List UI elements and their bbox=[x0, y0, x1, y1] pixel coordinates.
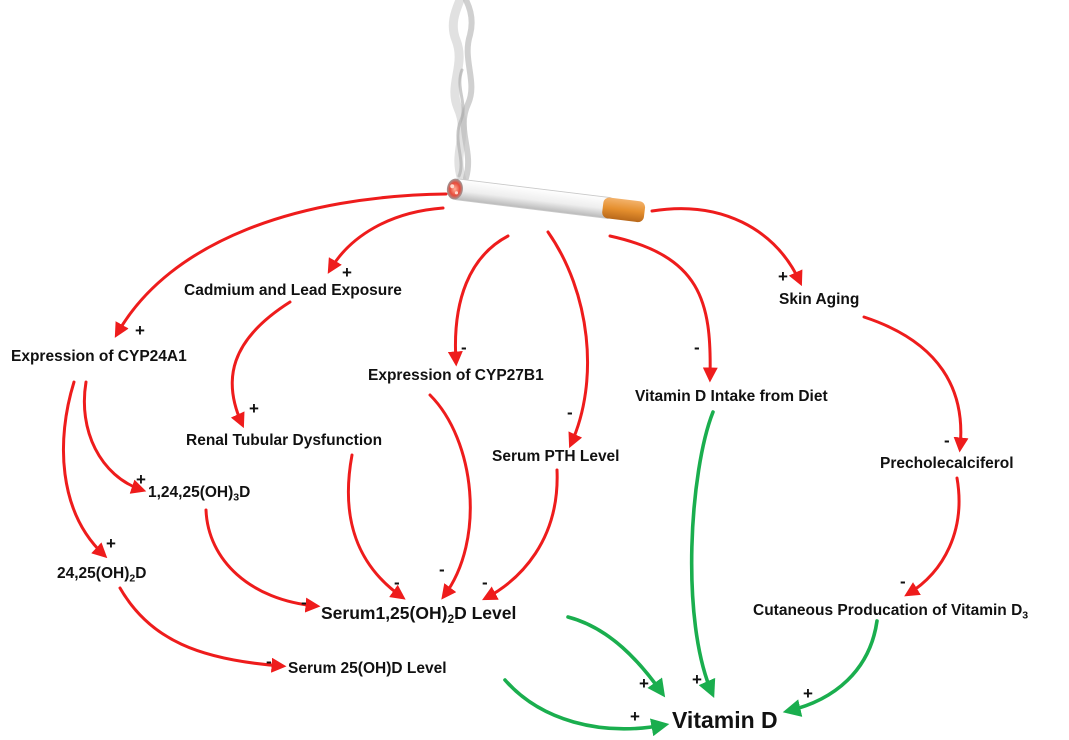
node-renal-tubular-dysfunction: Renal Tubular Dysfunction bbox=[186, 432, 383, 449]
sign-vd-from-s125: + bbox=[639, 674, 649, 693]
sign-cyp27b1-in: - bbox=[461, 338, 467, 357]
node-1-24-25-oh3d-text: 1,24,25(OH) bbox=[148, 484, 234, 501]
edge-cyp24a1-to-m2425 bbox=[61, 380, 108, 559]
sign-s125-from-cyp27b1: - bbox=[439, 560, 445, 579]
node-vitamin-d-intake-diet: Vitamin D Intake from Diet bbox=[635, 388, 828, 405]
edge-cyp27b1-to-serum125 bbox=[428, 393, 472, 600]
sign-s125-from-renal: - bbox=[394, 573, 400, 592]
sign-cutaneous-in: - bbox=[900, 572, 906, 591]
node-serum-1-25-suffix: D Level bbox=[454, 603, 517, 623]
edge-skin-to-precholecalciferol bbox=[862, 315, 969, 453]
node-vitamin-d: Vitamin D bbox=[672, 707, 778, 733]
smoke-icon bbox=[448, 0, 475, 185]
edge-diet-to-vitamin-d bbox=[689, 410, 716, 698]
sign-m2425-in: + bbox=[106, 534, 116, 553]
node-cutaneous-production-vitamin-d3: Cutaneous Producation of Vitamin D3 bbox=[753, 602, 1029, 622]
node-serum-1-25-subscript: 2 bbox=[447, 612, 455, 627]
sign-vd-from-diet: + bbox=[692, 670, 702, 689]
sign-m124-in: + bbox=[136, 470, 146, 489]
edge-cigarette-to-skin-aging bbox=[650, 207, 803, 287]
sign-skin-in: + bbox=[778, 267, 788, 286]
sign-renal-in: + bbox=[249, 399, 259, 418]
node-cadmium-lead-exposure: Cadmium and Lead Exposure bbox=[184, 282, 402, 299]
sign-s125-from-pth: - bbox=[482, 573, 488, 592]
node-cutaneous-text: Cutaneous Producation of Vitamin D bbox=[753, 602, 1023, 619]
sign-vd-from-cut: + bbox=[803, 684, 813, 703]
edge-serum125-to-vitamin-d bbox=[566, 615, 666, 698]
edge-pth-to-serum125 bbox=[482, 468, 559, 601]
edge-serum25-to-vitamin-d bbox=[503, 678, 670, 737]
node-cutaneous-subscript: 3 bbox=[1022, 609, 1029, 622]
sign-pth-in: - bbox=[567, 403, 573, 422]
edge-precho-to-cutaneous bbox=[904, 476, 961, 597]
sign-vitd-diet-in: - bbox=[694, 338, 700, 357]
edge-cigarette-to-pth bbox=[546, 230, 590, 449]
node-skin-aging: Skin Aging bbox=[779, 291, 860, 308]
node-24-25-oh2d-text: 24,25(OH) bbox=[57, 565, 130, 582]
node-serum-25-ohd-level: Serum 25(OH)D Level bbox=[288, 660, 447, 677]
node-serum-1-25-oh2d-level: Serum1,25(OH)2D Level bbox=[321, 603, 517, 627]
edge-cigarette-to-cadmium bbox=[327, 206, 445, 274]
sign-s125-from-m124: - bbox=[301, 593, 307, 612]
edge-cutaneous-to-vitamin-d bbox=[782, 619, 879, 717]
edge-cigarette-to-cyp27b1 bbox=[447, 234, 510, 367]
sign-cadmium-in: + bbox=[342, 263, 352, 282]
node-expression-cyp24a1: Expression of CYP24A1 bbox=[11, 348, 187, 365]
node-24-25-oh2d-subscript: 2 bbox=[129, 572, 136, 585]
node-expression-cyp27b1: Expression of CYP27B1 bbox=[368, 367, 544, 384]
node-serum-pth-level: Serum PTH Level bbox=[492, 448, 620, 465]
sign-cyp24a1-in: + bbox=[135, 321, 145, 340]
node-1-24-25-oh3d-subscript: 3 bbox=[233, 491, 240, 504]
sign-s25-from-m2425: - bbox=[266, 652, 272, 671]
cigarette-icon bbox=[446, 0, 646, 223]
edge-cigarette-to-vitd-diet bbox=[608, 234, 718, 383]
edge-m124-to-serum125 bbox=[204, 508, 321, 613]
sign-precho-in: - bbox=[944, 431, 950, 450]
edge-m2425-to-serum25 bbox=[118, 586, 287, 673]
edge-cyp24a1-to-m124 bbox=[82, 380, 147, 494]
node-1-24-25-oh3d: 1,24,25(OH)3D bbox=[148, 484, 251, 504]
edge-renal-to-serum125 bbox=[346, 453, 406, 600]
edge-cadmium-to-renal bbox=[230, 300, 292, 429]
edge-cigarette-to-cyp24a1 bbox=[114, 192, 448, 338]
sign-vd-from-s25: + bbox=[630, 707, 640, 726]
node-1-24-25-oh3d-suffix: D bbox=[239, 484, 251, 501]
node-24-25-oh2d: 24,25(OH)2D bbox=[57, 565, 147, 585]
node-serum-1-25-text: Serum1,25(OH) bbox=[321, 603, 448, 623]
node-24-25-oh2d-suffix: D bbox=[135, 565, 147, 582]
node-precholecalciferol: Precholecalciferol bbox=[880, 455, 1014, 472]
